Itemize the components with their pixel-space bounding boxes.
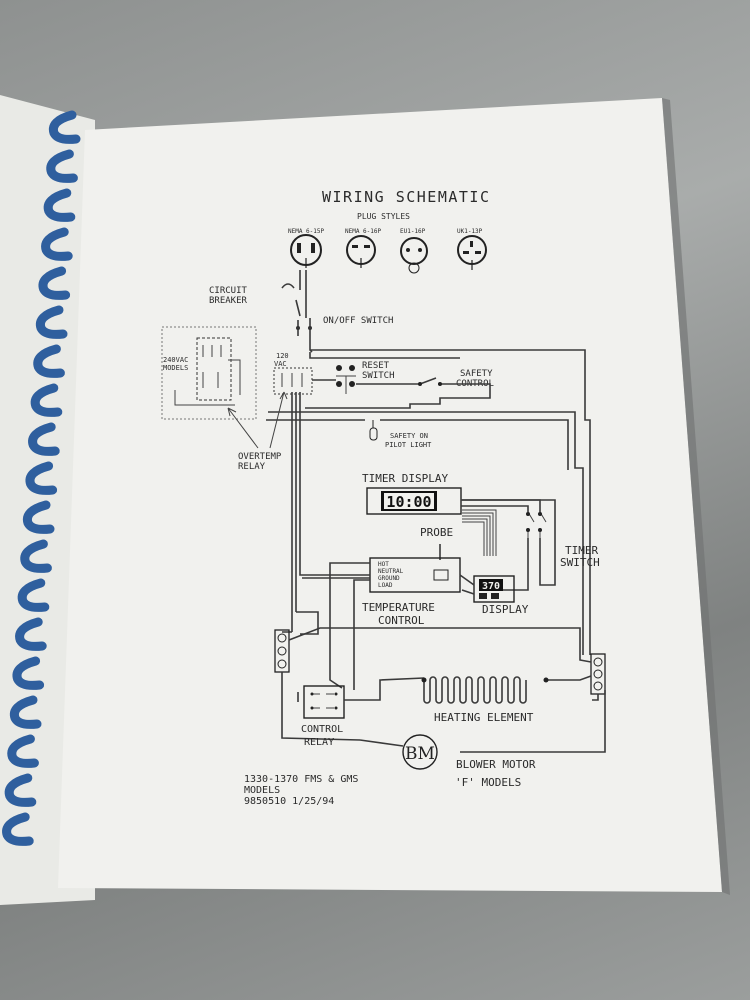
240vac-label-2: MODELS <box>163 364 188 372</box>
plug-eu1-16p: EU1-16P <box>400 228 428 274</box>
timer-readout: 10:00 <box>386 493 431 511</box>
blower-motor-label: BLOWER MOTOR <box>456 758 536 771</box>
binding-coil <box>33 344 65 378</box>
circuit-breaker-label: CIRCUIT <box>209 286 248 296</box>
temperature-control-label-2: CONTROL <box>378 614 425 627</box>
display-label: DISPLAY <box>482 603 529 616</box>
plug-nema-6-16p: NEMA 6-16P <box>345 228 382 268</box>
timer-display-label: TIMER DISPLAY <box>362 472 448 485</box>
120vac-label: 120 <box>276 352 289 360</box>
circuit-breaker-label-2: BREAKER <box>209 296 248 306</box>
240vac-relay-box <box>161 326 257 420</box>
binding-coil <box>12 656 45 690</box>
binding-coil <box>38 266 71 300</box>
plug-label: NEMA 6-16P <box>345 228 382 235</box>
binding-coil <box>30 383 63 417</box>
reset-switch-label-2: SWITCH <box>362 371 395 381</box>
binding-coil <box>2 812 34 846</box>
binding-coil <box>48 110 81 144</box>
plug-uk1-13p: UK1-13P <box>457 228 487 270</box>
page-shadow <box>662 98 730 895</box>
footer-date-line: 9850510 1/25/94 <box>244 796 334 807</box>
binding-coil <box>17 578 50 612</box>
overtemp-relay-label: OVERTEMP <box>238 452 282 462</box>
binding-coil <box>28 422 60 456</box>
on-off-switch-label: ON/OFF SWITCH <box>323 316 393 326</box>
pilot-light-label: SAFETY ON <box>390 432 428 440</box>
binding-coil <box>9 695 42 729</box>
binding-coil <box>20 539 52 573</box>
terminal-ground: GROUND <box>378 575 400 582</box>
control-relay <box>303 685 345 719</box>
binding-coil <box>46 149 78 183</box>
temperature-display: 370 <box>473 575 515 603</box>
timer-switch-label-2: SWITCH <box>560 556 600 569</box>
timer-display: 10:00 <box>366 487 462 515</box>
binding-coils <box>2 110 81 846</box>
pilot-light-label-2: PILOT LIGHT <box>385 441 432 449</box>
terminal-hot: HOT <box>378 561 389 568</box>
heating-element-label: HEATING ELEMENT <box>434 711 534 724</box>
binding-coil <box>35 305 68 339</box>
binding-coil <box>41 227 73 261</box>
plug-label: EU1-16P <box>400 228 426 235</box>
binding-coil <box>4 773 37 807</box>
binding-coil <box>15 617 47 651</box>
plug-nema-6-15p: NEMA 6-15P <box>288 228 325 268</box>
probe-label: PROBE <box>420 526 453 539</box>
plug-label: UK1-13P <box>457 228 483 235</box>
terminal-load: LOAD <box>378 582 393 589</box>
binding-coil <box>22 500 55 534</box>
plug-label: NEMA 6-15P <box>288 228 325 235</box>
plug-styles-label: PLUG STYLES <box>357 212 410 221</box>
binding-coil <box>7 734 39 768</box>
binding-coil <box>25 461 58 495</box>
control-relay-label: CONTROL <box>301 724 343 735</box>
blower-motor: BM <box>402 734 438 770</box>
timer-switch-label: TIMER <box>565 544 598 557</box>
f-models-label: 'F' MODELS <box>455 776 521 789</box>
overtemp-relay-label-2: RELAY <box>238 462 266 472</box>
terminal-neutral: NEUTRAL <box>378 568 404 575</box>
binding-coil <box>43 188 76 222</box>
control-relay-label-2: RELAY <box>304 737 334 748</box>
temperature-control-label: TEMPERATURE <box>362 601 435 614</box>
pilot-light <box>369 420 378 441</box>
120vac-label-2: VAC <box>274 360 287 368</box>
display-readout: 370 <box>482 581 500 592</box>
blower-motor-symbol: BM <box>405 744 435 764</box>
reset-switch-label: RESET <box>362 361 390 371</box>
reset-switch <box>336 365 356 394</box>
footer-models-line: MODELS <box>244 785 280 796</box>
safety-control-label: SAFETY <box>460 369 493 379</box>
240vac-label: 240VAC <box>163 356 188 364</box>
footer-model-line: 1330-1370 FMS & GMS <box>244 774 358 785</box>
heating-element <box>423 676 527 704</box>
diagram-title: WIRING SCHEMATIC <box>322 188 491 206</box>
